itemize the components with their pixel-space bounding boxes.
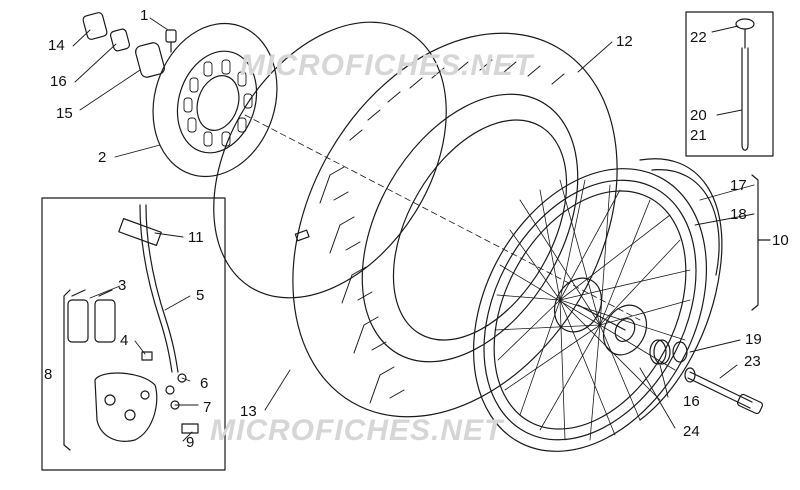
label-18: 18	[730, 206, 747, 223]
brake-pads	[67, 289, 116, 343]
label-10: 10	[772, 232, 789, 249]
caliper-fittings	[141, 351, 199, 434]
disc-bolt	[165, 29, 177, 53]
group-bracket-10	[751, 174, 771, 311]
watermark-top: MICROFICHES.NET	[240, 49, 535, 82]
leader-lines	[72, 17, 755, 442]
label-6: 6	[200, 375, 208, 392]
brake-caliper-box	[41, 197, 226, 471]
label-9: 9	[186, 434, 194, 451]
caliper-body	[94, 372, 158, 442]
label-24: 24	[683, 423, 700, 440]
disc-slots	[183, 59, 253, 147]
wheel-hub	[553, 277, 648, 356]
brake-disc	[152, 22, 278, 178]
label-13: 13	[240, 403, 257, 420]
label-16b: 16	[683, 393, 700, 410]
axis-centerline	[244, 114, 641, 321]
label-3: 3	[118, 277, 126, 294]
rim-tape	[639, 158, 723, 421]
spacer-bushings	[82, 12, 165, 78]
label-20: 20	[690, 107, 707, 124]
label-4: 4	[120, 332, 128, 349]
label-14: 14	[48, 37, 65, 54]
wheel-spindle	[684, 367, 764, 415]
valve-box	[685, 11, 774, 157]
spoked-wheel	[472, 168, 708, 452]
label-7: 7	[203, 399, 211, 416]
brake-line	[118, 204, 179, 373]
label-1: 1	[140, 7, 148, 24]
label-23: 23	[744, 353, 761, 370]
label-17: 17	[730, 177, 747, 194]
label-15: 15	[56, 105, 73, 122]
callout-labels: 1 2 3 4 5 6 7 8 9 10 11 12 13 14 15 16 1…	[44, 7, 789, 451]
bearing-spacer	[649, 339, 688, 365]
label-19: 19	[745, 331, 762, 348]
label-22: 22	[690, 29, 707, 46]
label-21: 21	[690, 127, 707, 144]
label-2: 2	[98, 149, 106, 166]
label-8: 8	[44, 366, 52, 383]
label-11: 11	[188, 229, 204, 246]
tread-pattern	[319, 59, 565, 404]
label-16a: 16	[50, 73, 67, 90]
watermark-bottom: MICROFICHES.NET	[210, 414, 505, 447]
spokes	[494, 179, 691, 441]
label-12: 12	[616, 33, 633, 50]
label-5: 5	[196, 287, 204, 304]
tire	[213, 21, 618, 418]
group-bracket-8	[63, 289, 71, 451]
